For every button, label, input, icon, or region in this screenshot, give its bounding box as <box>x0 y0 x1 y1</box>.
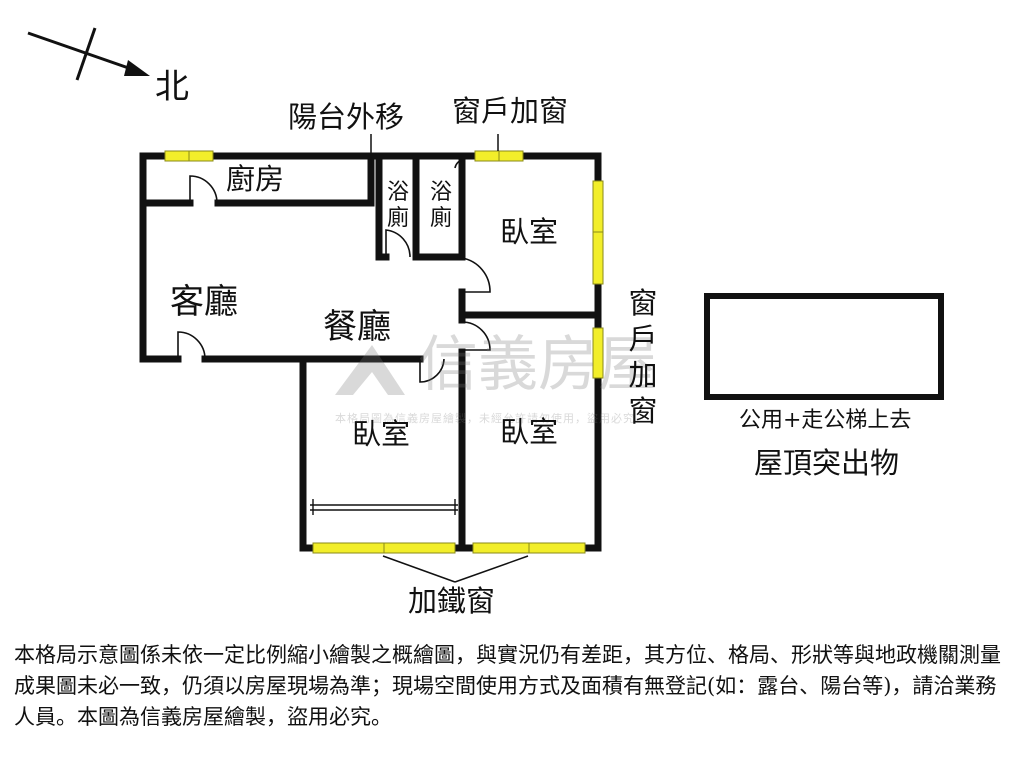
balcony-moved-out-label: 陽台外移 <box>288 100 405 134</box>
bath-right-char-2: 廁 <box>429 206 452 231</box>
window-side-char-3: 加 <box>628 358 658 392</box>
north-label: 北 <box>155 67 189 107</box>
bedroom-ne-label: 臥室 <box>500 215 559 249</box>
bath-right-label: 浴 廁 <box>427 180 455 232</box>
roof-caption-1: 公用+走公梯上去 <box>739 408 912 433</box>
closet-rail <box>310 499 458 515</box>
bath-left-label: 浴 廁 <box>384 180 412 232</box>
roof-structure-box <box>704 293 944 400</box>
doors <box>177 159 491 383</box>
disclaimer-text: 本格局示意圖係未依一定比例縮小繪製之概繪圖，與實況仍有差距，其方位、格局、形狀等… <box>14 643 1001 729</box>
window-added-side-label: 窗 戶 加 窗 <box>626 285 660 429</box>
roof-caption-2: 屋頂突出物 <box>754 446 900 480</box>
bedroom-sw-label: 臥室 <box>352 417 411 451</box>
bath-right-char-1: 浴 <box>429 180 452 205</box>
watermark-brand: 信義房屋 <box>418 330 658 400</box>
bath-left-char-2: 廁 <box>386 206 409 231</box>
north-arrow-icon <box>27 27 150 81</box>
bath-left-char-1: 浴 <box>386 180 409 205</box>
dining-room-label: 餐廳 <box>323 307 391 347</box>
floor-plan <box>27 27 944 583</box>
window-side-char-1: 窗 <box>628 286 658 320</box>
kitchen-label: 廚房 <box>226 162 285 196</box>
watermark-logo-icon <box>335 345 405 395</box>
window-side-char-4: 窗 <box>628 394 658 428</box>
iron-window-label: 加鐵窗 <box>408 584 496 618</box>
leader-lines <box>370 134 529 583</box>
watermark-notice: 本格局圖為信義房屋繪製，未經允許請勿使用，盜用必究 <box>335 412 635 425</box>
bedroom-se-label: 臥室 <box>500 415 559 449</box>
living-room-label: 客廳 <box>170 282 238 322</box>
window-added-top-label: 窗戶加窗 <box>452 94 569 128</box>
window-side-char-2: 戶 <box>628 322 658 356</box>
